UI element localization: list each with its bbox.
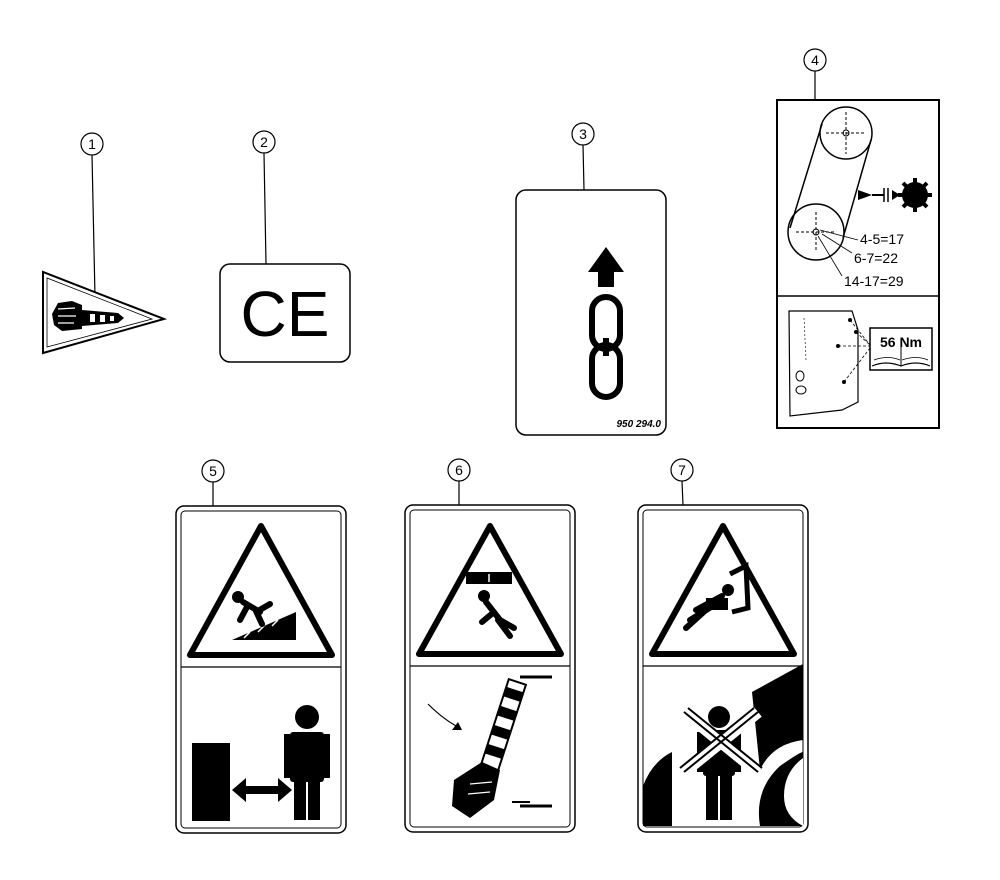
speed-label-1: 4-5=17	[860, 231, 904, 247]
support-strut-icon	[427, 675, 552, 818]
belt-drive-icon	[787, 106, 932, 277]
crush-hazard-icon	[649, 523, 797, 657]
callout-5: 5	[201, 459, 225, 506]
callout-3: 3	[571, 122, 595, 191]
callout-number-7: 7	[678, 462, 686, 478]
speed-label-3: 14-17=29	[844, 273, 904, 289]
decal-1-glove	[42, 270, 168, 355]
callout-2: 2	[252, 130, 276, 265]
callout-number-6: 6	[455, 462, 463, 478]
book-icon	[869, 327, 933, 371]
callout-number-3: 3	[579, 126, 587, 142]
callout-number-1: 1	[88, 136, 96, 152]
decal-3-lifting: 950 294.0	[515, 189, 667, 436]
callout-1: 1	[80, 132, 104, 298]
callout-4: 4	[803, 48, 827, 100]
decal-7-crush	[637, 504, 809, 833]
decal-5-slip	[175, 505, 347, 834]
callout-number-4: 4	[811, 52, 819, 68]
part-number: 950 294.0	[617, 419, 662, 430]
callout-number-5: 5	[209, 463, 217, 479]
decal-2-ce: CE	[219, 263, 351, 363]
decal-4-belt-torque: 4-5=17 6-7=22 14-17=29 56 Nm	[776, 99, 940, 429]
lifting-point-icon	[588, 247, 624, 400]
mounting-plate	[788, 310, 871, 417]
decal-6-falling-load	[404, 504, 576, 833]
protective-glove-icon	[52, 301, 124, 331]
callout-7: 7	[670, 458, 694, 506]
falling-load-icon	[416, 523, 564, 657]
slip-hazard-icon	[187, 523, 335, 658]
torque-value: 56 Nm	[880, 334, 922, 350]
ce-mark: CE	[241, 278, 330, 350]
callout-6: 6	[447, 458, 471, 505]
speed-label-2: 6-7=22	[854, 250, 898, 266]
safe-distance-icon	[192, 705, 330, 821]
callout-number-2: 2	[260, 134, 268, 150]
no-standing-icon	[643, 664, 803, 826]
